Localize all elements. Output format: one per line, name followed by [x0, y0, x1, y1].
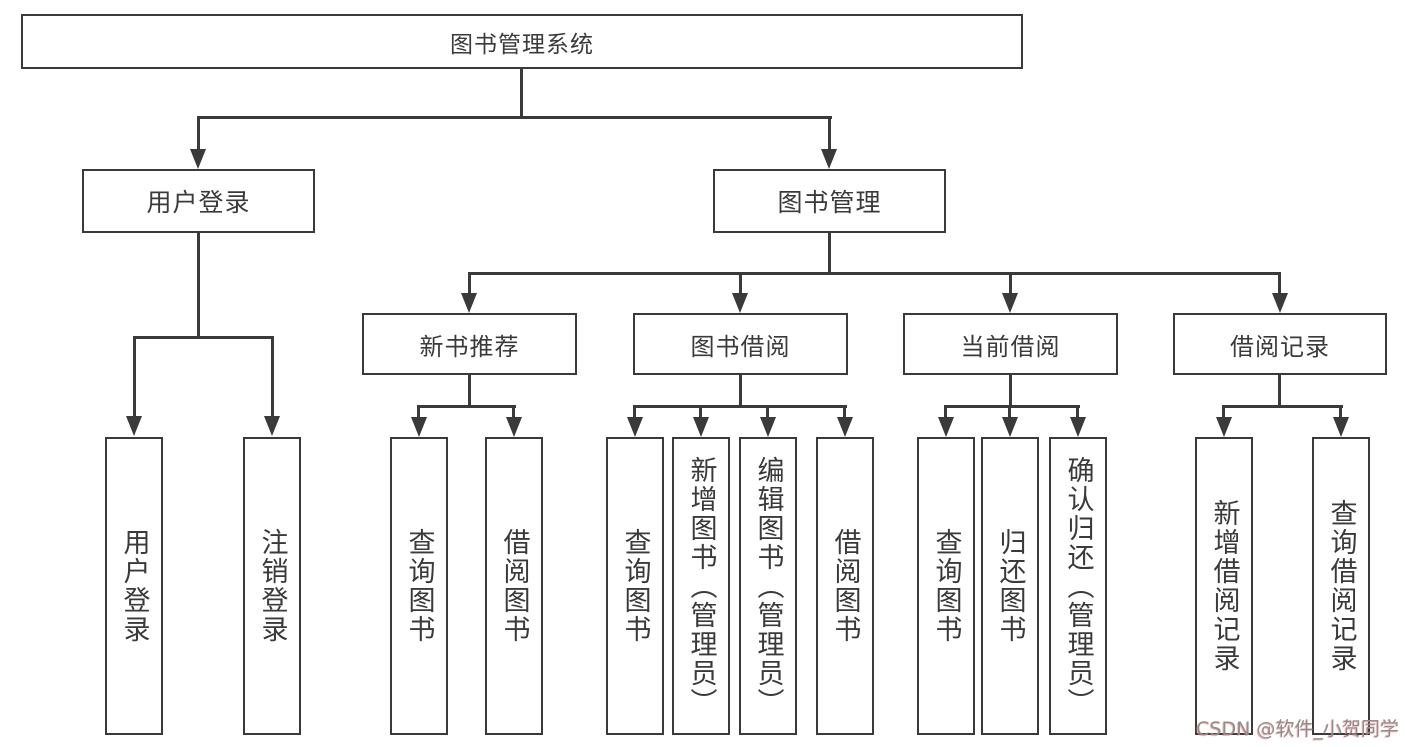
connector-bb-stem-4: [843, 405, 846, 418]
leaf-br-add-record: 新增借阅记录: [1195, 437, 1253, 735]
connector-br-stem-2: [1339, 405, 1342, 418]
leaf-rec-query-book-label: 查询图书: [403, 528, 435, 644]
arrowhead-cb-query: [938, 417, 954, 437]
connector-cb-stem-3: [1076, 405, 1079, 418]
arrowhead-new-book-recommend: [461, 293, 477, 313]
arrowhead-rec-borrow: [506, 417, 522, 437]
leaf-cb-return-book-label: 归还图书: [994, 528, 1026, 644]
arrowhead-br-query: [1333, 417, 1349, 437]
node-book-manage-label: 图书管理: [777, 188, 882, 217]
leaf-logout-label: 注销登录: [256, 528, 288, 644]
connector-manage-stem-2: [739, 272, 742, 295]
arrowhead-rec-query: [411, 417, 427, 437]
leaf-user-login: 用户登录: [105, 437, 163, 735]
arrowhead-br-add: [1216, 417, 1232, 437]
connector-login-stub: [197, 233, 200, 338]
connector-bb-stub: [739, 375, 742, 408]
arrowhead-user-login: [190, 149, 206, 169]
leaf-rec-query-book: 查询图书: [390, 437, 448, 735]
leaf-bb-borrow-book-label: 借阅图书: [829, 528, 861, 644]
leaf-bb-add-book: 新增图书（管理员）: [672, 437, 730, 735]
arrowhead-bb-edit: [760, 417, 776, 437]
leaf-logout: 注销登录: [243, 437, 301, 735]
node-root-label: 图书管理系统: [450, 31, 594, 58]
leaf-br-query-record-label: 查询借阅记录: [1325, 499, 1357, 673]
connector-root-left-stem: [197, 116, 200, 150]
connector-root-right-stem: [828, 116, 831, 150]
node-new-book-recommend: 新书推荐: [362, 313, 577, 375]
leaf-br-add-record-label: 新增借阅记录: [1208, 499, 1240, 673]
connector-bb-stem-1: [633, 405, 636, 418]
connector-rec-stem-1: [417, 405, 420, 418]
node-user-login-label: 用户登录: [146, 188, 251, 217]
leaf-bb-add-book-label: 新增图书（管理员）: [685, 455, 717, 717]
leaf-cb-query-book-label: 查询图书: [930, 528, 962, 644]
connector-root-hline: [197, 116, 832, 119]
node-current-borrow-label: 当前借阅: [960, 332, 1061, 361]
connector-rec-stem-2: [512, 405, 515, 418]
connector-rec-hline: [417, 405, 516, 408]
connector-login-hline: [133, 336, 274, 339]
arrowhead-bb-borrow: [837, 417, 853, 437]
leaf-cb-confirm-return-label: 确认归还（管理员）: [1062, 455, 1094, 717]
leaf-cb-return-book: 归还图书: [981, 437, 1039, 735]
connector-cb-hline: [944, 405, 1080, 408]
leaf-cb-query-book: 查询图书: [917, 437, 975, 735]
connector-br-stem-1: [1222, 405, 1225, 418]
csdn-watermark: CSDN @软件_小贺同学: [1196, 718, 1399, 740]
connector-manage-stem-1: [468, 272, 471, 295]
leaf-rec-borrow-book-label: 借阅图书: [498, 528, 530, 644]
connector-br-stub: [1278, 375, 1281, 408]
leaf-bb-borrow-book: 借阅图书: [816, 437, 874, 735]
connector-manage-stub: [828, 233, 831, 275]
connector-cb-stem-2: [1008, 405, 1011, 418]
node-book-borrow: 图书借阅: [633, 313, 848, 375]
node-new-book-recommend-label: 新书推荐: [419, 332, 520, 361]
node-current-borrow: 当前借阅: [903, 313, 1118, 375]
arrowhead-login-leaf: [126, 416, 142, 436]
connector-br-hline: [1222, 405, 1343, 408]
arrowhead-borrow-record: [1272, 293, 1288, 313]
leaf-bb-query-book-label: 查询图书: [619, 528, 651, 644]
leaf-br-query-record: 查询借阅记录: [1312, 437, 1370, 735]
connector-root-stub: [520, 69, 523, 118]
connector-rec-stub: [468, 375, 471, 408]
connector-bb-stem-3: [766, 405, 769, 418]
connector-manage-hline: [468, 272, 1281, 275]
node-book-borrow-label: 图书借阅: [690, 332, 791, 361]
node-borrow-record-label: 借阅记录: [1230, 332, 1330, 361]
connector-cb-stub: [1009, 375, 1012, 408]
node-borrow-record: 借阅记录: [1173, 313, 1387, 375]
leaf-bb-edit-book: 编辑图书（管理员）: [739, 437, 797, 735]
leaf-user-login-label: 用户登录: [118, 528, 150, 644]
leaf-bb-edit-book-label: 编辑图书（管理员）: [752, 455, 784, 717]
arrowhead-bb-add: [693, 417, 709, 437]
arrowhead-book-borrow: [732, 293, 748, 313]
connector-cb-stem-1: [944, 405, 947, 418]
connector-bb-hline: [633, 405, 847, 408]
leaf-rec-borrow-book: 借阅图书: [485, 437, 543, 735]
connector-manage-stem-4: [1278, 272, 1281, 295]
node-user-login: 用户登录: [82, 169, 315, 233]
arrowhead-cb-return: [1002, 417, 1018, 437]
connector-bb-stem-2: [699, 405, 702, 418]
connector-manage-stem-3: [1009, 272, 1012, 295]
arrowhead-bb-query: [627, 417, 643, 437]
connector-login-stem-1: [133, 336, 136, 417]
arrowhead-current-borrow: [1002, 293, 1018, 313]
leaf-cb-confirm-return: 确认归还（管理员）: [1049, 437, 1107, 735]
arrowhead-book-manage: [821, 149, 837, 169]
node-root: 图书管理系统: [21, 14, 1023, 69]
arrowhead-logout-leaf: [264, 416, 280, 436]
node-book-manage: 图书管理: [713, 169, 946, 233]
connector-login-stem-2: [271, 336, 274, 417]
arrowhead-cb-confirm: [1070, 417, 1086, 437]
leaf-bb-query-book: 查询图书: [606, 437, 664, 735]
